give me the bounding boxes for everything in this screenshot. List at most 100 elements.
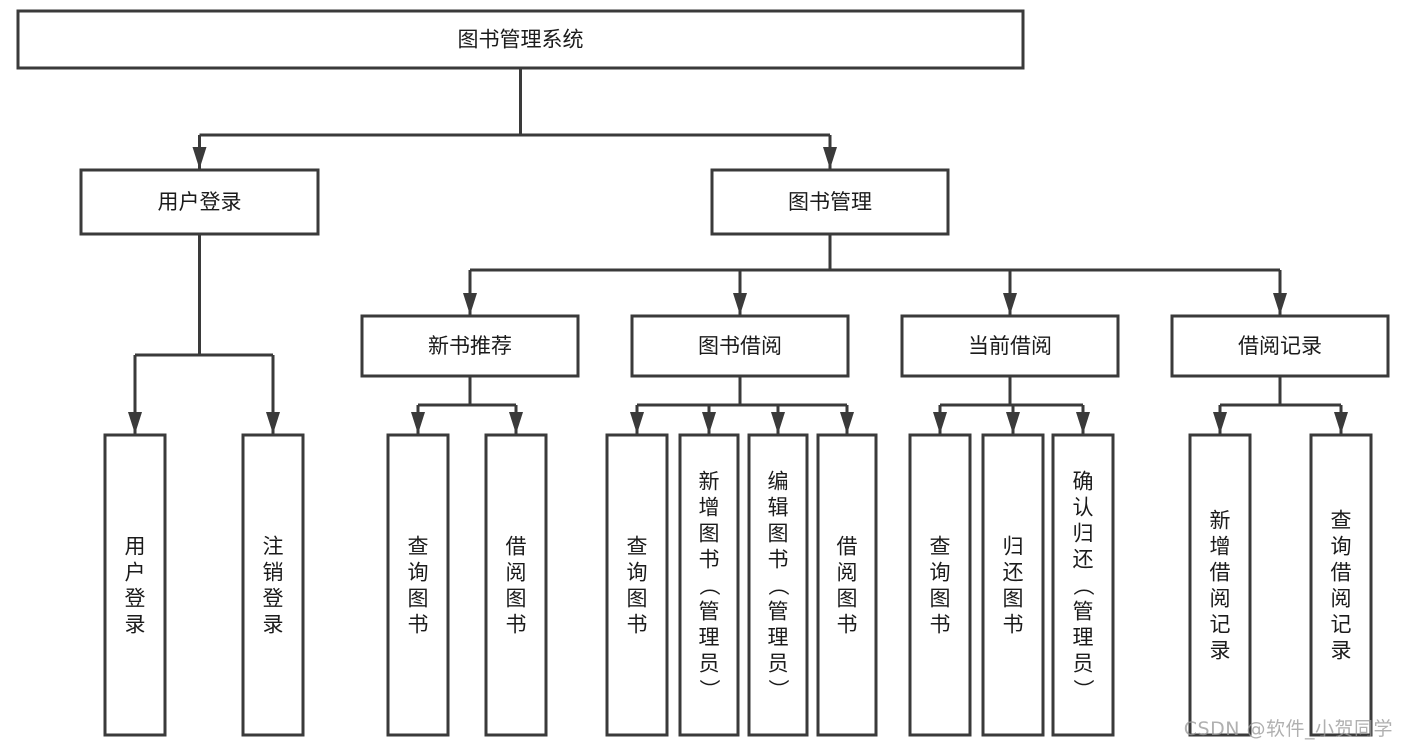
node-box[interactable]	[103, 433, 167, 737]
node-box[interactable]	[816, 433, 878, 737]
node-label: 当前借阅	[968, 334, 1052, 358]
node-box[interactable]	[1188, 433, 1252, 737]
node-label-char: 借	[506, 534, 527, 558]
node-label-char: 理	[699, 625, 720, 649]
node-label-char: 图	[930, 586, 951, 610]
node-box[interactable]	[747, 433, 809, 737]
arrow-head-icon	[1076, 412, 1090, 434]
node-label-char: 管	[1073, 599, 1094, 623]
node-box[interactable]	[360, 314, 580, 378]
node-box[interactable]	[710, 168, 950, 236]
node-label: 借阅记录	[1238, 334, 1322, 358]
node-label-char: 图	[768, 521, 789, 545]
node-box[interactable]	[16, 9, 1025, 70]
node-box[interactable]	[605, 433, 669, 737]
node-label-char: 理	[1073, 625, 1094, 649]
node-label-char: 销	[263, 560, 284, 584]
arrow-head-icon	[1006, 412, 1020, 434]
node-box[interactable]	[79, 168, 320, 236]
node-label-char: 认	[1073, 495, 1094, 519]
node-label-char: 录	[1210, 638, 1231, 662]
node-row3-0[interactable]: 新书推荐	[360, 314, 580, 378]
node-box[interactable]	[900, 314, 1120, 378]
node-label-char: 图	[699, 521, 720, 545]
node-label: 图书管理系统	[458, 28, 584, 52]
node-box[interactable]	[630, 314, 850, 378]
node-label-char: 阅	[837, 560, 858, 584]
arrow-head-icon	[1334, 412, 1348, 434]
node-label-char: 书	[627, 612, 648, 636]
node-label-char: 书	[837, 612, 858, 636]
node-box[interactable]	[1309, 433, 1373, 737]
node-label: 图书借阅	[698, 334, 782, 358]
node-label-char: 书	[768, 547, 789, 571]
node-box[interactable]	[1170, 314, 1390, 378]
node-label: 图书管理	[788, 190, 872, 214]
node-label-char: 编	[768, 469, 789, 493]
node-box[interactable]	[981, 433, 1045, 737]
node-label-char: 书	[930, 612, 951, 636]
node-label-char: 增	[1210, 534, 1231, 558]
node-label-char: 询	[627, 560, 648, 584]
node-label-char: 借	[1331, 560, 1352, 584]
arrow-head-icon	[630, 412, 644, 434]
node-label-char: 员	[768, 651, 789, 675]
node-label-char: 书	[408, 612, 429, 636]
node-label-char: 还	[1003, 560, 1024, 584]
node-row3-3[interactable]: 借阅记录	[1170, 314, 1390, 378]
node-label-char: 查	[930, 534, 951, 558]
node-label-char: ）	[766, 679, 790, 700]
node-box[interactable]	[1051, 433, 1115, 737]
node-label-char: 图	[837, 586, 858, 610]
node-label-char: 辑	[768, 495, 789, 519]
node-label-char: 录	[1331, 638, 1352, 662]
node-box[interactable]	[678, 433, 740, 737]
arrow-head-icon	[1273, 293, 1287, 315]
node-label-char: 注	[263, 534, 284, 558]
node-box[interactable]	[386, 433, 450, 737]
node-label-char: 管	[699, 599, 720, 623]
node-label-char: 归	[1003, 534, 1024, 558]
node-label-char: 确	[1073, 469, 1094, 493]
node-row3-1[interactable]: 图书借阅	[630, 314, 850, 378]
node-label-char: 录	[125, 612, 146, 636]
node-box[interactable]	[908, 433, 972, 737]
node-label-char: 登	[263, 586, 284, 610]
node-row2-1[interactable]: 图书管理	[710, 168, 950, 236]
node-label-char: 查	[1331, 508, 1352, 532]
node-label-char: 图	[1003, 586, 1024, 610]
node-label-char: （	[697, 575, 721, 596]
arrow-head-icon	[128, 412, 142, 434]
node-root-0[interactable]: 图书管理系统	[16, 9, 1025, 70]
node-label-char: 增	[699, 495, 720, 519]
node-label-char: 记	[1331, 612, 1352, 636]
node-box[interactable]	[484, 433, 548, 737]
node-label-char: （	[766, 575, 790, 596]
arrow-head-icon	[192, 147, 207, 169]
node-label-char: 图	[408, 586, 429, 610]
arrow-head-icon	[266, 412, 280, 434]
node-box[interactable]	[241, 433, 305, 737]
node-row3-2[interactable]: 当前借阅	[900, 314, 1120, 378]
arrow-head-icon	[771, 412, 785, 434]
arrow-head-icon	[702, 412, 716, 434]
node-label-char: 询	[1331, 534, 1352, 558]
node-label-char: 书	[1003, 612, 1024, 636]
node-label-char: 登	[125, 586, 146, 610]
node-row2-0[interactable]: 用户登录	[79, 168, 320, 236]
node-leaf-0[interactable]: 用户登录	[103, 433, 167, 737]
